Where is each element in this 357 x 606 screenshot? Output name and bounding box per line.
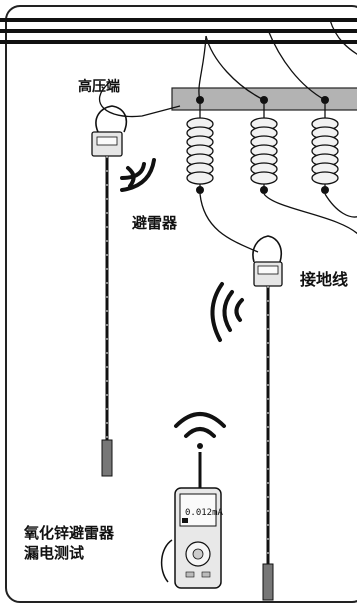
frame-border	[5, 5, 357, 603]
power-lines	[0, 18, 357, 44]
handheld-receiver	[160, 452, 222, 589]
hv-clamp-tester	[91, 81, 181, 477]
label-arrester: 避雷器	[132, 214, 178, 232]
label-ground-wire: 接地线	[300, 270, 349, 289]
arrester-2	[250, 104, 278, 188]
arrester-1	[186, 104, 214, 188]
arrester-bottom-terminals	[196, 186, 329, 194]
ground-clamp-tester	[252, 235, 283, 601]
title-line-1: 氧化锌避雷器	[24, 524, 115, 542]
receiver-display-reading: 0.012mA	[185, 508, 223, 518]
ground-wires	[199, 193, 357, 253]
title-line-2: 漏电测试	[24, 544, 85, 562]
arrester-3	[311, 104, 339, 188]
terminal-dots	[196, 96, 329, 104]
wireless-waves-right	[210, 282, 244, 342]
wireless-waves-left	[120, 158, 156, 192]
wireless-waves-receiver	[174, 412, 226, 449]
label-high-voltage-end: 高压端	[78, 79, 120, 95]
drop-wires	[198, 19, 357, 101]
